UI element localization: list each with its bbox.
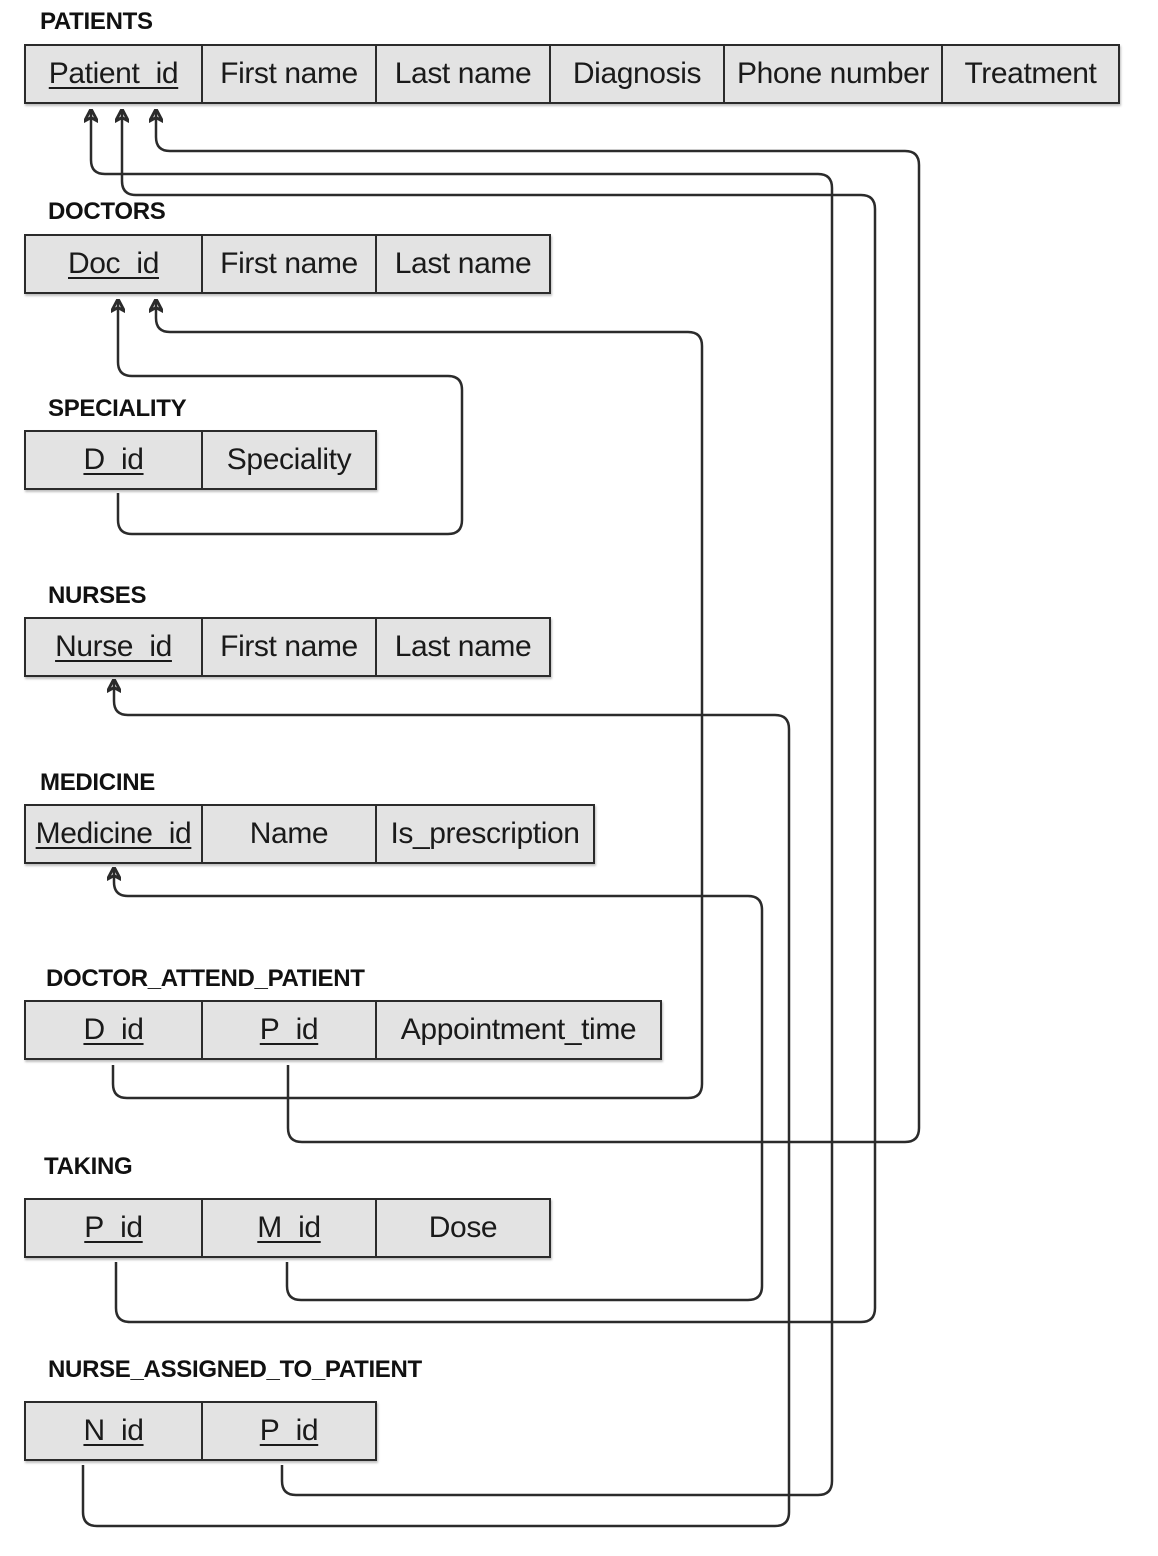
- link-speciality-d-id-to-doctors: [118, 300, 464, 536]
- column-is-prescription: Is_prescription: [375, 806, 593, 862]
- table-medicine: Medicine_id Name Is_prescription: [24, 804, 595, 864]
- column-p-id: P_id: [84, 1211, 143, 1244]
- column-doc-id: Doc_id: [68, 247, 159, 280]
- column-medicine-id: Medicine_id: [35, 817, 192, 850]
- table-taking: P_id M_id Dose: [24, 1198, 551, 1258]
- table-title-taking: TAKING: [44, 1153, 133, 1180]
- column-first-name: First name: [201, 46, 375, 102]
- column-first-name: First name: [201, 619, 375, 675]
- column-d-id: D_id: [83, 443, 144, 476]
- table-nurses: Nurse_id First name Last name: [24, 617, 551, 677]
- table-doctors: Doc_id First name Last name: [24, 234, 551, 294]
- link-taking-m-id-to-medicine: [114, 868, 764, 1302]
- table-title-doctor-attend-patient: DOCTOR_ATTEND_PATIENT: [46, 965, 365, 992]
- column-last-name: Last name: [375, 236, 549, 292]
- table-patients: Patient_id First name Last name Diagnosi…: [24, 44, 1120, 104]
- column-last-name: Last name: [375, 46, 549, 102]
- column-first-name: First name: [201, 236, 375, 292]
- link-nurse-assigned-n-id-to-nurses: [81, 680, 791, 1528]
- column-nurse-id: Nurse_id: [55, 630, 172, 663]
- table-speciality: D_id Speciality: [24, 430, 377, 490]
- column-p-id: P_id: [201, 1403, 375, 1459]
- column-dose: Dose: [375, 1200, 549, 1256]
- table-title-nurses: NURSES: [48, 582, 147, 609]
- table-title-doctors: DOCTORS: [48, 198, 166, 225]
- table-doctor-attend-patient: D_id P_id Appointment_time: [24, 1000, 662, 1060]
- table-title-speciality: SPECIALITY: [48, 395, 187, 422]
- column-d-id: D_id: [83, 1013, 144, 1046]
- column-speciality: Speciality: [201, 432, 375, 488]
- column-m-id: M_id: [201, 1200, 375, 1256]
- link-nurse-assigned-p-id-to-patients: [91, 110, 834, 1497]
- table-title-nurse-assigned-to-patient: NURSE_ASSIGNED_TO_PATIENT: [48, 1356, 422, 1383]
- column-phone-number: Phone number: [723, 46, 941, 102]
- table-title-patients: PATIENTS: [40, 8, 153, 35]
- column-n-id: N_id: [83, 1414, 144, 1447]
- column-patient-id: Patient_id: [48, 57, 179, 90]
- link-doctor-attend-patient-p-id-to-patients: [156, 110, 921, 1144]
- link-taking-p-id-to-patients: [114, 110, 877, 1324]
- column-treatment: Treatment: [941, 46, 1118, 102]
- column-name: Name: [201, 806, 375, 862]
- column-appointment-time: Appointment_time: [375, 1002, 660, 1058]
- column-diagnosis: Diagnosis: [549, 46, 723, 102]
- table-nurse-assigned-to-patient: N_id P_id: [24, 1401, 377, 1461]
- table-title-medicine: MEDICINE: [40, 769, 155, 796]
- column-p-id: P_id: [201, 1002, 375, 1058]
- column-last-name: Last name: [375, 619, 549, 675]
